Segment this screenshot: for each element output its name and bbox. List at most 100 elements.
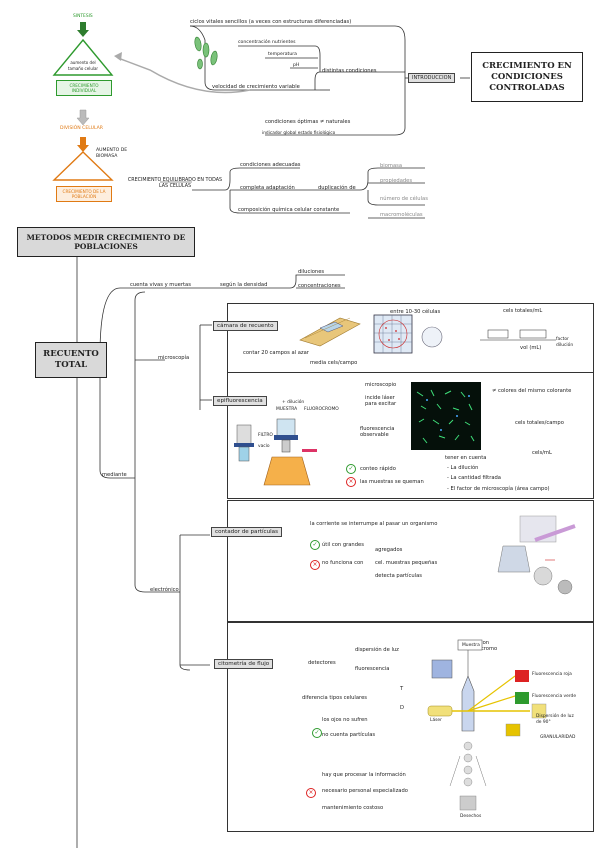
fluorescence-image — [411, 382, 481, 450]
crecimiento-poblacion-label: CRECIMIENTO DE LA POBLACIÓN — [62, 189, 106, 199]
division-label: DIVISIÓN CELULAR — [60, 126, 103, 131]
mantenimiento-text: mantenimiento costoso — [322, 805, 384, 811]
aumento-label: aumento del tamaño celular — [67, 60, 99, 71]
util-text: útil con grandes — [322, 542, 364, 548]
indicador-text: indicador global estado fisiológico — [262, 131, 336, 136]
epi-label: epifluorescencia — [213, 396, 267, 406]
electronico-text: electrónico — [150, 587, 179, 593]
panel-citometria — [227, 622, 594, 832]
cels-ml-text: cels/mL — [532, 450, 552, 456]
temperatura-text: temperatura — [268, 52, 297, 57]
vivas-text: cuenta vivas y muertas — [130, 282, 191, 288]
procesar-text: hay que procesar la información — [322, 772, 406, 778]
detectores-text: detectores — [308, 660, 336, 666]
cels-campo-text: cels totales/campo — [515, 420, 564, 426]
recuento-total-label: RECUENTO TOTAL — [43, 349, 99, 370]
flow-cytometer-illustration — [420, 636, 585, 826]
camara-label: cámara de recuento — [213, 321, 278, 331]
bacteria-illustration — [190, 30, 220, 75]
duplicacion-text: duplicación de — [318, 185, 356, 191]
microscopio-text: microscopio — [365, 382, 397, 388]
concentraciones-text: concentraciones — [298, 283, 341, 289]
diferencia-text: diferencia tipos celulares — [302, 695, 367, 701]
velocidad-text: velocidad de crecimiento variable — [212, 84, 300, 90]
ciclos-text: ciclos vitales sencillos (a veces con es… — [190, 19, 352, 25]
citometria-label: citometría de flujo — [214, 659, 274, 669]
tener-text: tener en cuenta — [445, 455, 487, 461]
cross-icon: × — [346, 477, 356, 487]
cito-fluor-roja: Fluorescencia roja — [532, 672, 572, 677]
tener-item-2: - La cantidad filtrada — [447, 475, 501, 481]
cross-icon: × — [310, 560, 320, 570]
dilucion-label: + dilución — [282, 400, 305, 405]
contador-item-pequenas: cel. muestras pequeñas — [375, 560, 438, 566]
no-funciona-text: no funciona con — [322, 560, 364, 566]
diluciones-text: diluciones — [298, 269, 325, 275]
condiciones-optimas-text: condiciones óptimas ≠ naturales — [265, 119, 351, 125]
check-icon: ✓ — [346, 464, 356, 474]
check-icon: ✓ — [310, 540, 320, 550]
corriente-text: la corriente se interrumpe al pasar un o… — [310, 521, 438, 527]
no-cuenta-text: no cuenta partículas — [322, 732, 376, 738]
conteo-text: conteo rápido — [360, 466, 396, 472]
distintas-text: distintas condiciones — [322, 68, 377, 74]
fluoro-label: FLUOROCROMO — [304, 407, 339, 412]
cito-muestra: Muestra — [462, 643, 480, 648]
cross-icon: × — [306, 788, 316, 798]
fluorescencia-cito-text: fluorescencia — [355, 666, 390, 672]
colores-text: ≠ colores del mismo colorante — [492, 388, 572, 394]
coulter-illustration — [495, 512, 585, 607]
formula-den: vol (mL) — [520, 345, 542, 351]
check-icon: ✓ — [312, 728, 322, 738]
muestra-label: MUESTRA — [276, 407, 298, 412]
crecimiento-poblacion: CRECIMIENTO DE LA POBLACIÓN — [56, 186, 112, 202]
tener-item-1: - La dilución — [447, 465, 479, 471]
sintesis-label: SINTESIS — [73, 14, 93, 19]
microscopia-text: microscopía — [158, 355, 190, 361]
contador-label: contador de partículas — [211, 527, 283, 537]
factor-text: factor dilución — [556, 337, 574, 348]
vacio-label: vacío — [258, 444, 270, 449]
aumento-biomasa-label: AUMENTO DE BIOMASA — [96, 148, 128, 159]
filtration-illustration — [232, 405, 322, 490]
recuento-total: RECUENTO TOTAL — [35, 342, 107, 378]
zoom-circle — [420, 325, 444, 349]
incide-text: incide láser para excitar — [365, 395, 397, 407]
grid-illustration — [372, 313, 414, 355]
quemen-text: las muestras se queman — [360, 479, 424, 485]
segun-text: según la densidad — [220, 282, 268, 288]
crecimiento-individual-label: CRECIMIENTO INDIVIDUAL — [69, 83, 99, 93]
ojos-text: los ojos no sufren — [322, 717, 368, 723]
mediante-text: mediante — [102, 472, 127, 478]
cito-dispersion-lat: Dispersión de luz de 90° — [536, 714, 574, 725]
tener-item-3: - El factor de microscopía (área campo) — [447, 486, 550, 492]
contador-item-detecta: detecta partículas — [375, 573, 422, 579]
fluorescencia-text: fluorescencia observable — [360, 426, 395, 438]
entre-text: entre 10-30 células — [390, 309, 441, 315]
cito-desechos: Desechos — [460, 814, 482, 819]
dup-item-macromoleculas: macromoléculas — [380, 212, 423, 218]
dispersion-text: dispersión de luz — [355, 647, 399, 653]
media-text: media cels/campo — [310, 360, 358, 366]
crecimiento-individual: CRECIMIENTO INDIVIDUAL — [56, 80, 112, 96]
dup-item-biomasa: biomasa — [380, 163, 403, 169]
formula — [476, 322, 571, 352]
metodos-header-label: METODOS MEDIR CRECIMIENTO DE POBLACIONES — [26, 233, 186, 251]
cels-text: cels totales/mL — [503, 308, 543, 314]
conc-nutrientes-text: concentración nutrientes — [238, 40, 296, 45]
introduccion-box: INTRODUCCION — [408, 73, 456, 83]
cito-granularidad: GRANULARIDAD — [540, 735, 576, 740]
personal-text: necesario personal especializado — [322, 788, 408, 794]
contar-text: contar 20 campos al azar — [243, 350, 309, 356]
cito-laser: Láser — [430, 718, 442, 723]
titulo-crecimiento-label: CRECIMIENTO EN CONDICIONES CONTROLADAS — [482, 60, 572, 93]
camara-illustration — [295, 310, 365, 350]
titulo-crecimiento: CRECIMIENTO EN CONDICIONES CONTROLADAS — [471, 52, 583, 102]
dup-item-numero: número de células — [380, 196, 428, 202]
equilibrado-text: CRECIMIENTO EQUILIBRADO EN TODAS LAS CEL… — [127, 178, 223, 189]
filtro-label: FILTRO — [258, 433, 273, 438]
d-label: D — [400, 705, 404, 711]
completa-text: completa adaptación — [240, 185, 295, 191]
t-label: T — [400, 686, 404, 692]
cond-adecuadas-text: condiciones adecuadas — [240, 162, 301, 168]
